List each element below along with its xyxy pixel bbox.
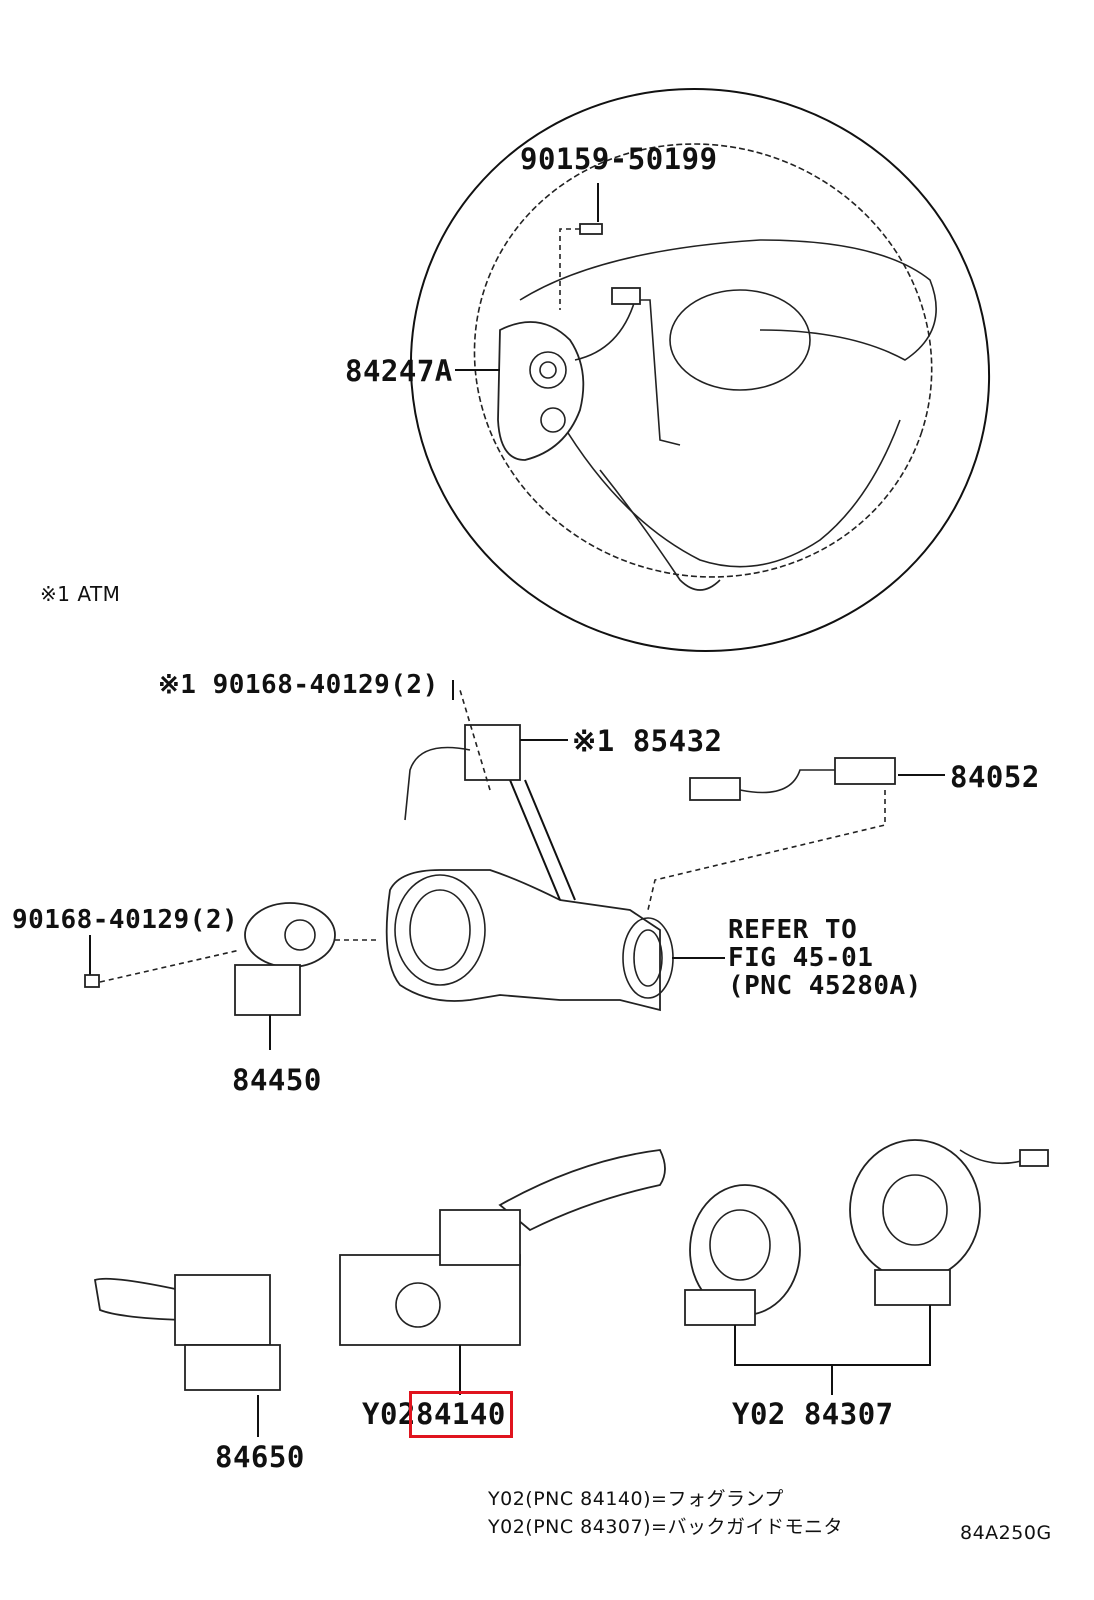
part-label-84450[interactable]: 84450 bbox=[232, 1063, 322, 1097]
y02-prefix-label: Y02 bbox=[362, 1397, 416, 1431]
part-label-90168-40129-top[interactable]: ※1 90168-40129(2) bbox=[158, 670, 439, 700]
refer-to-line2[interactable]: FIG 45-01 bbox=[728, 943, 874, 973]
steering-wheel bbox=[409, 88, 991, 652]
turn-signal-switch-84140 bbox=[339, 1149, 666, 1395]
screw-90159 bbox=[559, 183, 603, 310]
connector-84052 bbox=[647, 757, 945, 911]
wiper-switch-84650 bbox=[93, 1274, 281, 1437]
part-label-84140-highlighted[interactable]: 84140 bbox=[409, 1391, 513, 1438]
steering-switch bbox=[497, 287, 681, 461]
variant-note-84307: Y02(PNC 84307)=バックガイドモニタ bbox=[488, 1516, 843, 1538]
refer-to-line3: (PNC 45280A) bbox=[728, 971, 922, 1001]
part-label-y02-84307[interactable]: Y02 84307 bbox=[732, 1397, 894, 1431]
part-label-84247a[interactable]: 84247A bbox=[345, 354, 453, 388]
part-label-84052[interactable]: 84052 bbox=[950, 760, 1040, 794]
atm-footnote: ※1 ATM bbox=[40, 582, 121, 606]
ignition-switch-84450 bbox=[84, 902, 380, 1050]
part-label-84650[interactable]: 84650 bbox=[215, 1440, 305, 1474]
part-label-85432[interactable]: ※1 85432 bbox=[572, 724, 723, 758]
variant-note-84140: Y02(PNC 84140)=フォグランプ bbox=[488, 1488, 784, 1510]
part-label-90168-40129-left[interactable]: 90168-40129(2) bbox=[12, 905, 239, 935]
part-label-90159-50199[interactable]: 90159-50199 bbox=[520, 142, 718, 176]
refer-to-line1: REFER TO bbox=[728, 915, 858, 945]
column-assembly bbox=[385, 680, 674, 1012]
spiral-cable-84307 bbox=[684, 1139, 1049, 1395]
figure-id: 84A250G bbox=[960, 1522, 1052, 1544]
